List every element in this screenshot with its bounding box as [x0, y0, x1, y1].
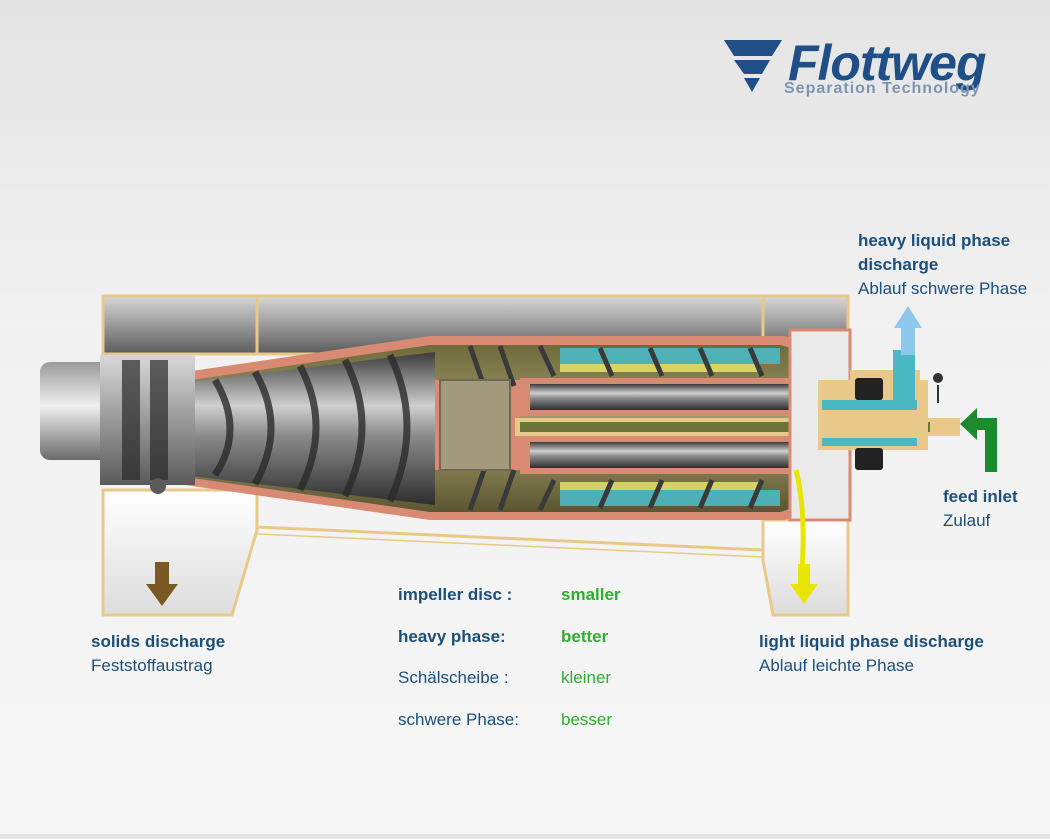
gearbox — [40, 355, 195, 494]
logo-brand: Flottweg — [788, 35, 987, 91]
feed-inlet-title: feed inlet — [943, 487, 1018, 506]
light-phase-title: light liquid phase discharge — [759, 632, 984, 651]
machine-frame — [101, 294, 850, 617]
heavy-phase-value: better — [561, 627, 609, 646]
heavy-phase-value-de: besser — [561, 710, 613, 729]
impeller-label-de: Schälscheibe : — [398, 668, 509, 687]
impeller-value-de: kleiner — [561, 668, 612, 687]
heavy-phase-de: Ablauf schwere Phase — [858, 279, 1028, 298]
flottweg-logo-icon — [724, 40, 782, 92]
heavy-phase-arrow — [894, 306, 922, 355]
heavy-phase-title-2: discharge — [858, 255, 939, 274]
solids-discharge-de: Feststoffaustrag — [91, 656, 213, 675]
impeller-label: impeller disc : — [398, 585, 513, 604]
heavy-phase-title: heavy liquid phase — [858, 231, 1011, 250]
solids-discharge-arrow — [146, 562, 178, 606]
feed-inlet-de: Zulauf — [943, 511, 991, 530]
impeller-value: smaller — [561, 585, 621, 604]
discharge-housing — [788, 328, 943, 571]
heavy-phase-label-de: schwere Phase: — [398, 710, 519, 729]
light-phase-de: Ablauf leichte Phase — [759, 656, 914, 675]
heavy-phase-label: heavy phase: — [398, 627, 506, 646]
scroll-conveyor — [190, 352, 511, 505]
feed-tube-content — [520, 422, 930, 432]
light-phase-arrow — [790, 564, 818, 604]
feed-inlet-arrow — [960, 408, 997, 472]
solids-discharge-title: solids discharge — [91, 632, 226, 651]
logo-tagline: Separation Technology — [784, 80, 981, 97]
